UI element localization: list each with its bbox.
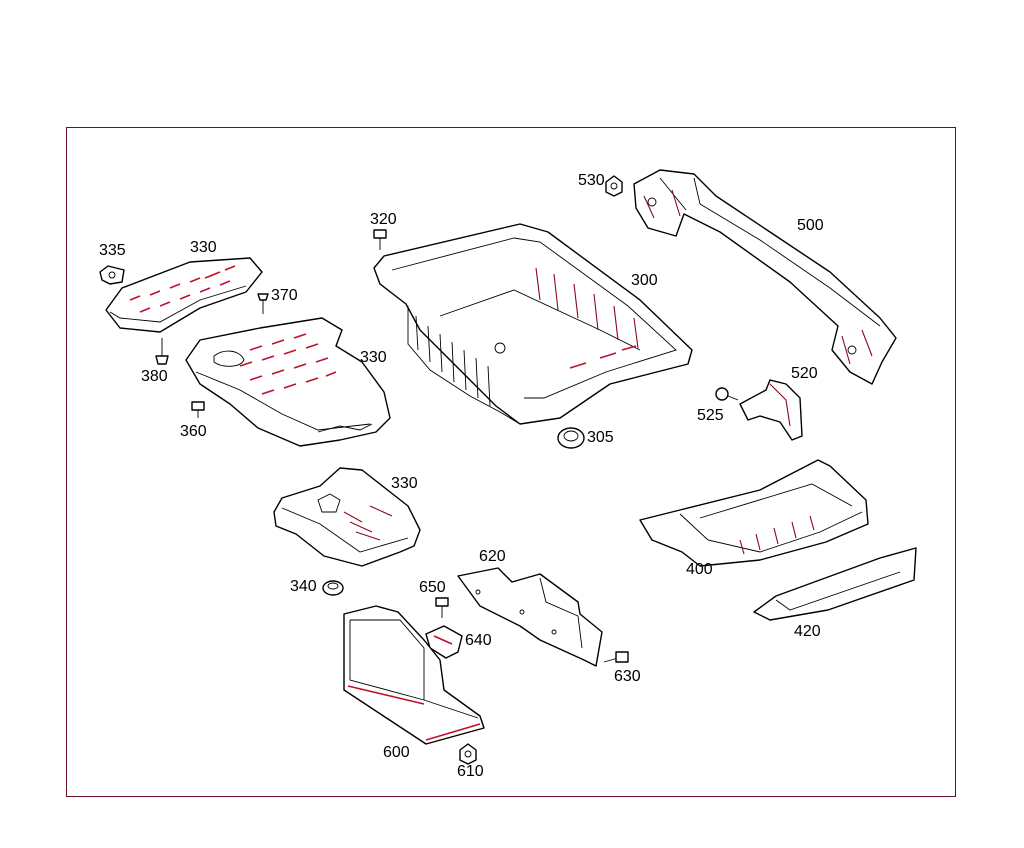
part-610-nut: [459, 743, 477, 765]
part-520-bracket: [739, 379, 803, 441]
part-530-nut: [605, 175, 623, 197]
callout-330-lower: 330: [391, 475, 418, 492]
callout-380: 380: [141, 368, 168, 385]
part-650-bolt: [435, 597, 449, 618]
callout-640: 640: [465, 632, 492, 649]
part-400-floor-panel: [639, 459, 869, 567]
callout-400: 400: [686, 561, 713, 578]
callout-530: 530: [578, 172, 605, 189]
callout-335: 335: [99, 242, 126, 259]
callout-525: 525: [697, 407, 724, 424]
callout-600: 600: [383, 744, 410, 761]
callout-650: 650: [419, 579, 446, 596]
callout-420: 420: [794, 623, 821, 640]
callout-630: 630: [614, 668, 641, 685]
part-600-tray-box: [343, 605, 485, 745]
part-330-upper-plate: [105, 257, 263, 333]
part-500-cross-member: [633, 169, 897, 385]
part-340-clip: [322, 580, 344, 596]
callout-620: 620: [479, 548, 506, 565]
callout-520: 520: [791, 365, 818, 382]
part-620-heat-shield: [457, 567, 603, 667]
part-300-spare-wheel-tub: [373, 223, 693, 425]
callout-330-upper: 330: [190, 239, 217, 256]
part-360-bolt: [191, 401, 205, 418]
callout-370: 370: [271, 287, 298, 304]
callout-330-middle: 330: [360, 349, 387, 366]
diagram-frame: [66, 127, 956, 797]
callout-320: 320: [370, 211, 397, 228]
part-525-bolt: [715, 387, 739, 401]
part-420-sill-panel: [753, 547, 917, 621]
part-380-bolt: [155, 338, 169, 365]
part-320-screw: [373, 229, 387, 250]
callout-610: 610: [457, 763, 484, 780]
part-330-lower-panel: [273, 467, 421, 567]
callout-305: 305: [587, 429, 614, 446]
part-330-middle-panel: [185, 317, 391, 447]
part-305-grommet: [557, 427, 585, 449]
callout-360: 360: [180, 423, 207, 440]
callout-340: 340: [290, 578, 317, 595]
callout-300: 300: [631, 272, 658, 289]
part-335-clip: [99, 265, 125, 285]
part-370-screw: [257, 293, 269, 314]
callout-500: 500: [797, 217, 824, 234]
part-630-bolt: [603, 651, 629, 663]
